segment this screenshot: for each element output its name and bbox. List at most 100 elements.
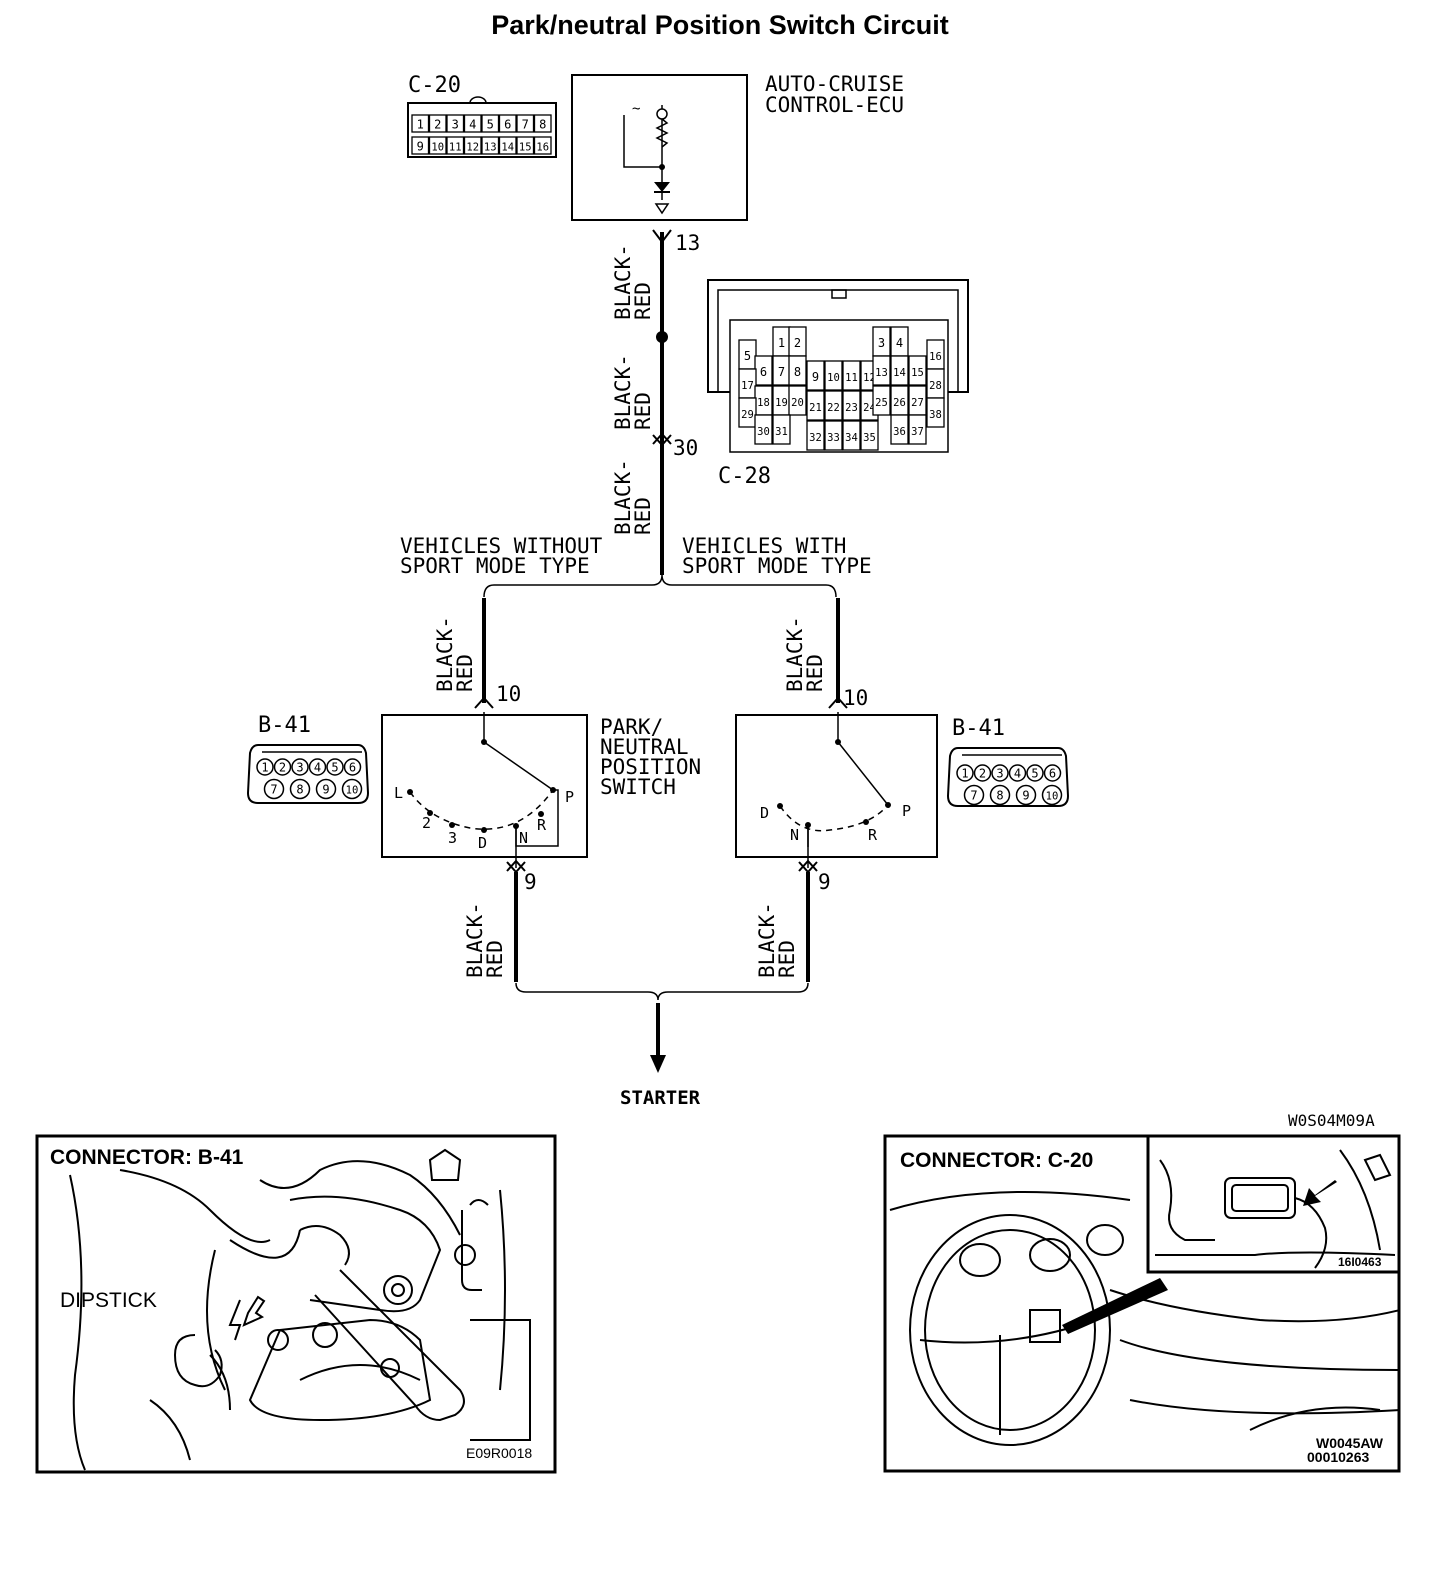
transmission-sketch xyxy=(69,1148,531,1471)
pointer-wedge-icon xyxy=(1062,1278,1168,1334)
ecu-box: ~ AUTO-CRUISE CONTROL-ECU xyxy=(571,72,904,221)
main-trunk-wire: 13 30 BLACK-RED BLACK-RED BLACK-RED xyxy=(611,229,700,575)
pointer-arrow-icon xyxy=(242,1295,266,1327)
left-switch-branch: 10 BLACK-RED L 2 3 D N R P 9 BLACK-RED P… xyxy=(381,598,701,982)
c28-pin-13: 13 xyxy=(875,367,888,379)
c20-pin-9: 9 xyxy=(417,140,424,154)
ecu-label-line1: AUTO-CRUISE xyxy=(765,72,904,96)
b41-pin-7: 7 xyxy=(970,789,977,803)
photo-panel-b41: CONNECTOR: B-41 DIPSTICK E09R0018 xyxy=(35,1134,557,1474)
b41-pin-10: 10 xyxy=(1046,791,1059,803)
c28-pin-28: 28 xyxy=(929,380,942,392)
left-pos-D: D xyxy=(478,834,487,852)
c28-pin-4: 4 xyxy=(896,336,903,350)
left-pos-P: P xyxy=(565,788,574,806)
c28-pin-32: 32 xyxy=(809,432,822,444)
wire-color-label: RED xyxy=(631,282,655,320)
c28-pin-38: 38 xyxy=(929,409,942,421)
c28-pin-14: 14 xyxy=(893,367,906,379)
switch-label-line1: PARK/ xyxy=(600,715,663,739)
inset-frame xyxy=(1146,1134,1401,1274)
c28-pin-16: 16 xyxy=(929,351,942,363)
switch-label-line2: NEUTRAL xyxy=(600,735,689,759)
c20-pin-12: 12 xyxy=(466,142,479,154)
svg-text:~: ~ xyxy=(632,101,640,117)
switch-label-line4: SWITCH xyxy=(600,775,676,799)
c20-pin-6: 6 xyxy=(504,118,511,132)
branch-left-line2: SPORT MODE TYPE xyxy=(400,554,590,578)
c28-pin-3: 3 xyxy=(878,336,885,350)
c28-pin-30: 30 xyxy=(673,436,698,460)
branch-right-line2: SPORT MODE TYPE xyxy=(682,554,872,578)
c28-pin-10: 10 xyxy=(827,372,840,384)
splice-point xyxy=(656,331,668,343)
photo-b41-code: E09R0018 xyxy=(466,1445,532,1461)
wire-color-label: BLACK- xyxy=(755,902,779,978)
c20-label: C-20 xyxy=(408,73,461,98)
b41-pin-3: 3 xyxy=(996,767,1003,781)
c28-pin-15: 15 xyxy=(911,367,924,379)
ecu-pin-13: 13 xyxy=(675,231,700,255)
right-switch-branch: 10 BLACK-RED D N R P 9 BLACK-RED xyxy=(735,598,938,982)
c28-pin-37: 37 xyxy=(911,426,924,438)
c28-label: C-28 xyxy=(718,464,771,489)
wire-color-label: RED xyxy=(631,392,655,430)
right-pos-P: P xyxy=(902,802,911,820)
b41-pin-6: 6 xyxy=(349,761,356,775)
wire-color-label: BLACK- xyxy=(433,616,457,692)
c20-pin-10: 10 xyxy=(431,142,444,154)
wire-color-label: BLACK- xyxy=(611,354,635,430)
c28-pin-22: 22 xyxy=(827,402,840,414)
dipstick-callout: DIPSTICK xyxy=(60,1289,157,1312)
c28-pin-7: 7 xyxy=(778,365,785,379)
c20-pin-3: 3 xyxy=(452,118,459,132)
photo-panel-c20: CONNECTOR: C-20 16I0463 W0045AW 00010263 xyxy=(883,1134,1401,1473)
wire-color-label: RED xyxy=(803,654,827,692)
b41-pin-1: 1 xyxy=(261,761,268,775)
starter-label: STARTER xyxy=(620,1087,701,1109)
c28-pin-18: 18 xyxy=(757,397,770,409)
right-pos-R: R xyxy=(868,826,878,844)
ecu-label-line2: CONTROL-ECU xyxy=(765,93,904,117)
b41-pin-4: 4 xyxy=(314,761,321,775)
c20-pin-2: 2 xyxy=(434,118,441,132)
wire-color-label: RED xyxy=(631,497,655,535)
c20-pin-5: 5 xyxy=(487,118,494,132)
c20-pin-8: 8 xyxy=(539,118,546,132)
right-switch-box xyxy=(735,714,938,858)
b41-pin-4: 4 xyxy=(1014,767,1021,781)
branch-right-line1: VEHICLES WITH xyxy=(682,534,846,558)
b41-pin-8: 8 xyxy=(996,789,1003,803)
wire-color-label: BLACK- xyxy=(611,459,635,535)
c20-pin-11: 11 xyxy=(449,142,462,154)
c28-pin-8: 8 xyxy=(794,365,801,379)
wire-color-label: RED xyxy=(775,940,799,978)
b41-pin-5: 5 xyxy=(1031,767,1038,781)
b41-label-left: B-41 xyxy=(258,713,311,738)
c20-pin-13: 13 xyxy=(484,142,497,154)
c28-pin-30: 30 xyxy=(757,426,770,438)
c28-pin-11: 11 xyxy=(845,372,858,384)
c20-pin-16: 16 xyxy=(536,142,549,154)
c28-pin-29: 29 xyxy=(741,409,754,421)
branch-left-line1: VEHICLES WITHOUT xyxy=(400,534,603,558)
c28-pin-17: 17 xyxy=(741,380,754,392)
b41-pin-8: 8 xyxy=(296,783,303,797)
wire-color-label: BLACK- xyxy=(783,616,807,692)
c28-pin-27: 27 xyxy=(911,397,924,409)
wire-color-label: BLACK- xyxy=(611,244,635,320)
b41-pin-1: 1 xyxy=(961,767,968,781)
photo-c20-code-line2: 00010263 xyxy=(1307,1449,1370,1465)
page-title: Park/neutral Position Switch Circuit xyxy=(491,10,949,40)
c28-pin-19: 19 xyxy=(775,397,788,409)
c28-pin-1: 1 xyxy=(778,336,785,350)
wire-color-label: BLACK- xyxy=(463,902,487,978)
switch-label-line3: POSITION xyxy=(600,755,701,779)
starter-arrow-icon xyxy=(650,1055,666,1073)
